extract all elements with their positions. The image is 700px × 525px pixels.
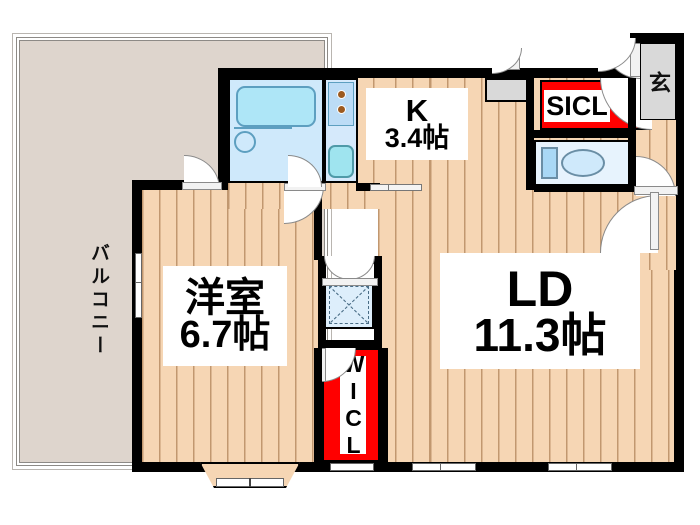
stove-burner-2-icon [337,105,346,114]
entrance-label: 玄 [646,71,671,93]
sicl-label: SICL [544,90,610,122]
wall-entrance-top [630,33,684,43]
kitchen-label: K [405,93,429,129]
wall-hall-vert [526,78,534,190]
living-dining-label: LD [506,260,574,317]
bathtub-icon [236,86,316,127]
wall-step-horizontal [132,180,228,190]
washbasin-bowl-icon [234,131,256,153]
ld-window-2[interactable] [440,463,476,471]
wall-wicl-right [380,348,388,462]
stove-top-icon [328,82,354,126]
washing-machine-marker [329,286,369,324]
wall-bath-left [218,68,228,188]
bedroom-name-plate: 洋室 6.7帖 [163,266,287,366]
washer-cross-icon [329,286,369,324]
stove-burner-1-icon [337,90,346,99]
wall-sicl-bottom [530,130,634,138]
kitchen-name-plate: K 3.4帖 [366,88,468,160]
kitchen-sink-icon [328,145,354,178]
wall-wicl-top [318,340,382,348]
toilet-bowl-icon [561,149,605,177]
washbasin-counter-line [234,127,292,129]
wall-center-right [374,256,382,356]
wall-top-entry [458,68,652,78]
wall-left-main [132,180,142,472]
bedroom-label: 洋室 [185,275,265,320]
wall-toilet-right [628,78,636,192]
wall-toilet-bottom [534,186,634,192]
kitchen-window-2 [388,184,422,191]
wall-bedroom-right [314,190,322,260]
wall-wicl-left [314,348,322,462]
bedroom-size: 6.7帖 [179,313,271,356]
ld-window-4[interactable] [576,463,612,471]
wall-top-upper [218,68,458,78]
living-dining-name-plate: LD 11.3帖 [440,253,640,369]
wall-center-left [318,256,326,356]
kitchen-size: 3.4帖 [384,122,450,153]
exterior-right-edge [684,33,688,472]
wall-kitchen-bottom [356,183,380,191]
living-dining-size: 11.3帖 [473,308,607,361]
pipe-space-unit [485,78,533,102]
bay-window-divider [249,478,251,487]
living-entry-door-leaf[interactable] [650,192,659,250]
wall-right [674,33,684,472]
entrance-area [640,43,676,120]
washer-door-right-arc[interactable] [349,256,375,280]
bedroom-window-west-lower[interactable] [135,282,142,318]
bathroom-door-leaf[interactable] [182,182,222,190]
wicl-label: WICL [340,351,367,459]
toilet-tank-icon [541,147,558,179]
wicl-window[interactable] [330,463,374,471]
washer-doors-leaf[interactable] [322,278,378,286]
balcony-label: バルコニー [88,243,109,358]
wall-bottom [132,462,684,472]
